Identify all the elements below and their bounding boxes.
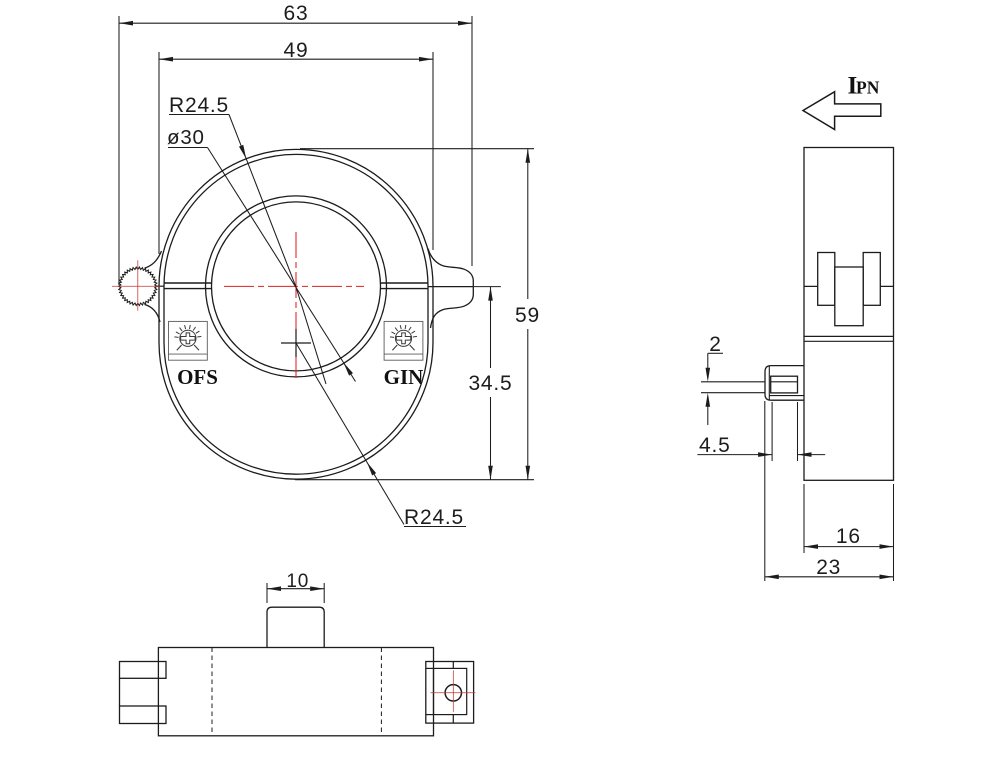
svg-text:PN: PN: [856, 77, 880, 97]
svg-text:4.5: 4.5: [699, 434, 731, 457]
svg-text:59: 59: [515, 304, 540, 327]
svg-text:OFS: OFS: [177, 365, 218, 389]
svg-text:2: 2: [709, 333, 721, 356]
svg-text:63: 63: [284, 2, 309, 25]
svg-text:49: 49: [284, 39, 309, 62]
svg-text:23: 23: [816, 556, 841, 579]
svg-text:R24.5: R24.5: [404, 506, 464, 529]
svg-text:I: I: [848, 72, 858, 99]
svg-text:16: 16: [836, 525, 861, 548]
svg-text:10: 10: [286, 571, 309, 592]
svg-text:GIN: GIN: [384, 365, 424, 389]
svg-text:ø30: ø30: [167, 126, 205, 149]
svg-text:34.5: 34.5: [468, 372, 512, 395]
svg-text:R24.5: R24.5: [169, 94, 229, 117]
